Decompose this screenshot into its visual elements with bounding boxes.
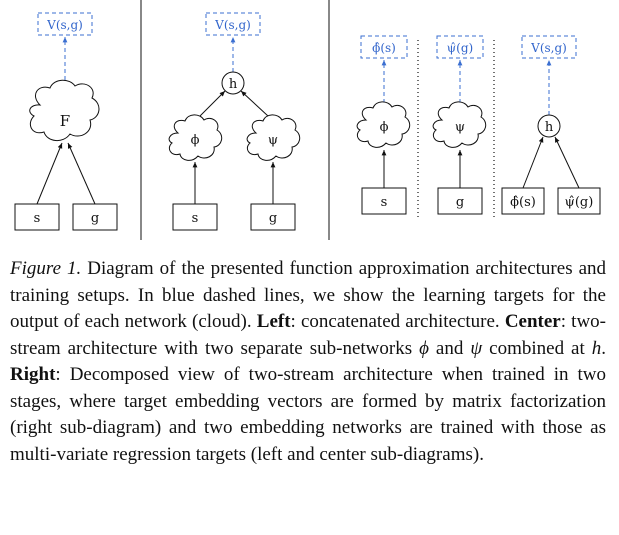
- target-box: [37, 12, 93, 36]
- right-sub2: ψ̂(g) ψ g: [432, 35, 487, 215]
- target-label: V(s,g): [530, 41, 567, 55]
- target-label: ψ̂(g): [447, 41, 473, 55]
- combiner-h: [537, 114, 561, 138]
- caption-psi-symbol: ψ: [470, 337, 483, 359]
- edge-g-to-F: [67, 142, 96, 205]
- input-g-label: g: [269, 211, 277, 226]
- input-psihat-box: [557, 187, 601, 215]
- target-box: [360, 35, 408, 59]
- caption-right-bold: Right: [10, 364, 56, 385]
- input-g-label: g: [91, 211, 99, 226]
- combiner-h-label: h: [229, 77, 238, 92]
- edge-psi-to-h: [240, 90, 269, 117]
- caption-center-bold: Center: [504, 311, 561, 332]
- target-box: [436, 35, 484, 59]
- input-s-label: s: [381, 195, 388, 210]
- input-s-box: [172, 203, 218, 231]
- input-s-box: [361, 187, 407, 215]
- edge-psihat-to-h: [554, 136, 580, 189]
- architecture-figure: V(s,g) F s g V(s,g) h ϕ ψ s g ϕ̂(s): [14, 0, 601, 240]
- edge-phi-to-h: [199, 90, 226, 117]
- input-psihat-label: ψ̂(g): [565, 195, 594, 210]
- target-box: [521, 35, 577, 59]
- input-s-label: s: [34, 211, 41, 226]
- input-s-box: [14, 203, 60, 231]
- cloud-psi-label: ψ: [455, 120, 465, 135]
- caption-text-2: : concatenated architecture.: [290, 311, 505, 332]
- input-g-box: [437, 187, 483, 215]
- cloud-phi: [168, 114, 223, 161]
- caption-text-6: .: [601, 337, 606, 359]
- input-g-box: [250, 203, 296, 231]
- cloud-psi-label: ψ: [268, 133, 278, 148]
- combiner-h: [221, 71, 245, 95]
- combiner-h-label: h: [545, 120, 554, 135]
- right-sub3: V(s,g) h ϕ̂(s) ψ̂(g): [501, 35, 601, 215]
- target-box: [205, 12, 261, 36]
- cloud-F-label: F: [60, 112, 70, 130]
- input-phihat-label: ϕ̂(s): [510, 195, 536, 210]
- caption-text-4: and: [428, 337, 471, 359]
- edge-s-to-F: [36, 142, 63, 205]
- caption-text-3: : two-stream architecture with two separ…: [10, 311, 607, 359]
- caption-figure-label: Figure 1.: [10, 258, 82, 279]
- caption-text-5: combined at: [482, 337, 592, 359]
- cloud-phi-label: ϕ: [380, 120, 389, 135]
- input-g-label: g: [456, 195, 464, 210]
- target-label: V(s,g): [46, 18, 83, 32]
- left-diagram: V(s,g) F s g: [14, 12, 118, 231]
- cloud-phi: [356, 101, 411, 148]
- input-phihat-box: [501, 187, 545, 215]
- caption-text-1: Diagram of the presented function approx…: [10, 258, 607, 332]
- cloud-F: [29, 79, 100, 141]
- target-label: V(s,g): [214, 18, 251, 32]
- input-g-box: [72, 203, 118, 231]
- input-s-label: s: [192, 211, 199, 226]
- caption-text-7: : Decomposed view of two-stream architec…: [10, 364, 606, 465]
- cloud-psi: [432, 101, 487, 148]
- caption-h-symbol: h: [591, 337, 602, 359]
- caption-phi-symbol: ϕ: [419, 337, 429, 359]
- caption-left-bold: Left: [256, 311, 291, 332]
- figure-caption: Figure 1. Diagram of the presented funct…: [10, 256, 606, 468]
- cloud-phi-label: ϕ: [191, 133, 200, 148]
- target-label: ϕ̂(s): [372, 41, 396, 55]
- edge-phihat-to-h: [522, 136, 544, 189]
- center-diagram: V(s,g) h ϕ ψ s g: [168, 12, 301, 231]
- right-sub1: ϕ̂(s) ϕ s: [356, 35, 411, 215]
